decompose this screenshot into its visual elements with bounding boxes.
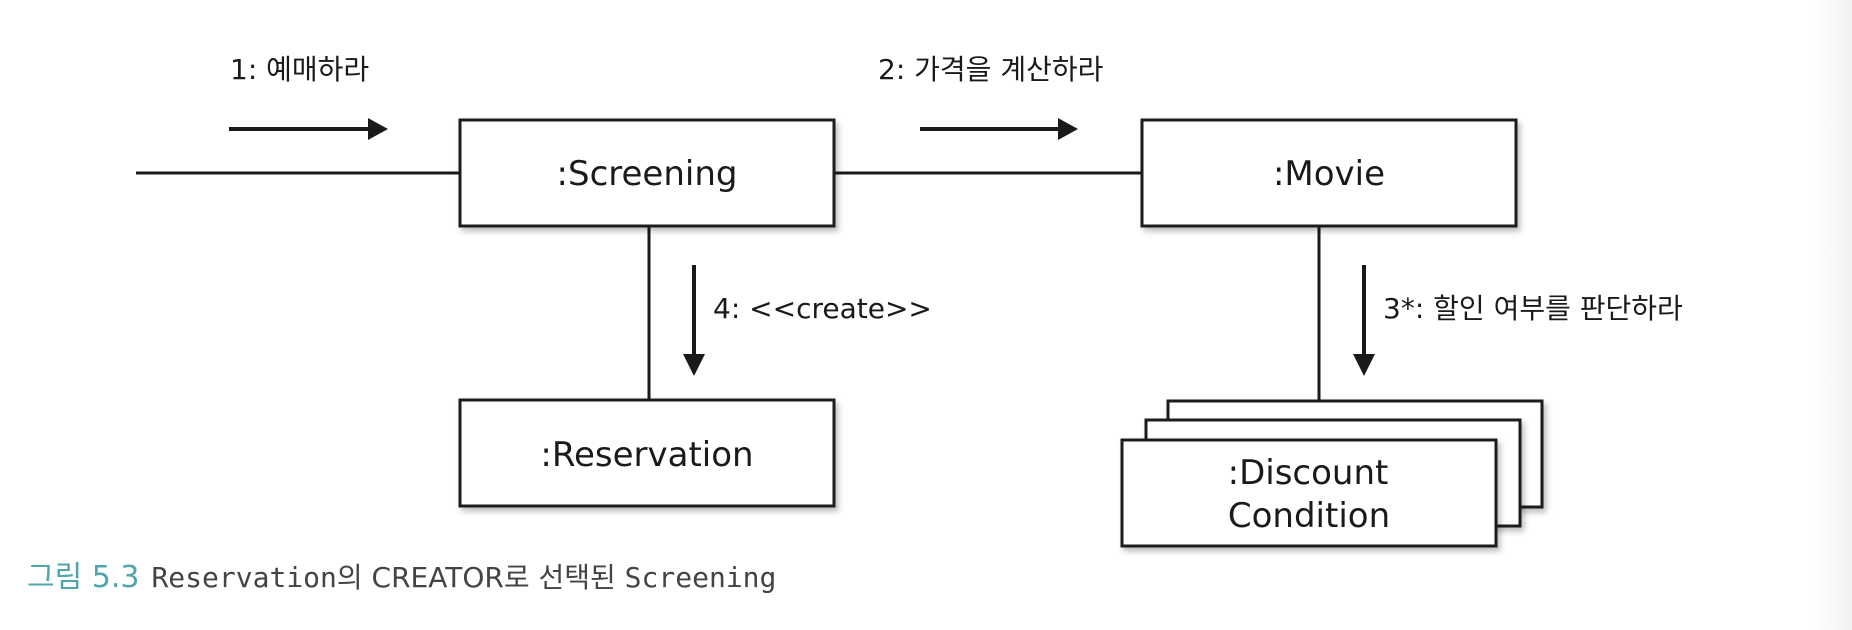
message-arrow-3 <box>1353 265 1375 376</box>
object-label-movie: :Movie <box>1273 154 1385 194</box>
message-label-1: 1: 예매하라 <box>230 53 369 86</box>
message-arrow-2 <box>920 118 1078 140</box>
object-label-discount-line1: :Discount <box>1228 453 1389 493</box>
object-label-discount-line2: Condition <box>1228 496 1390 536</box>
message-label-2: 2: 가격을 계산하라 <box>878 53 1103 86</box>
object-discount-condition-stack: :Discount Condition <box>1120 399 1544 548</box>
object-reservation: :Reservation <box>458 398 836 508</box>
figure-number: 그림 5.3 <box>27 560 140 595</box>
message-label-4: 4: <<create>> <box>713 292 932 325</box>
object-screening: :Screening <box>458 118 836 228</box>
figure-caption: 그림 5.3 Reservation의 CREATOR로 선택된 Screenin… <box>27 552 776 596</box>
message-label-3: 3*: 할인 여부를 판단하라 <box>1383 292 1683 325</box>
object-label-reservation: :Reservation <box>540 435 753 475</box>
object-movie: :Movie <box>1140 118 1518 228</box>
caption-part1: Reservation <box>151 561 337 594</box>
object-label-screening: :Screening <box>557 154 738 194</box>
message-arrow-4 <box>683 265 705 376</box>
caption-part3: Screening <box>624 561 777 594</box>
caption-part2: 의 CREATOR로 선택된 <box>336 561 625 594</box>
page-edge-shade <box>1812 0 1852 630</box>
message-arrow-1 <box>229 118 388 140</box>
